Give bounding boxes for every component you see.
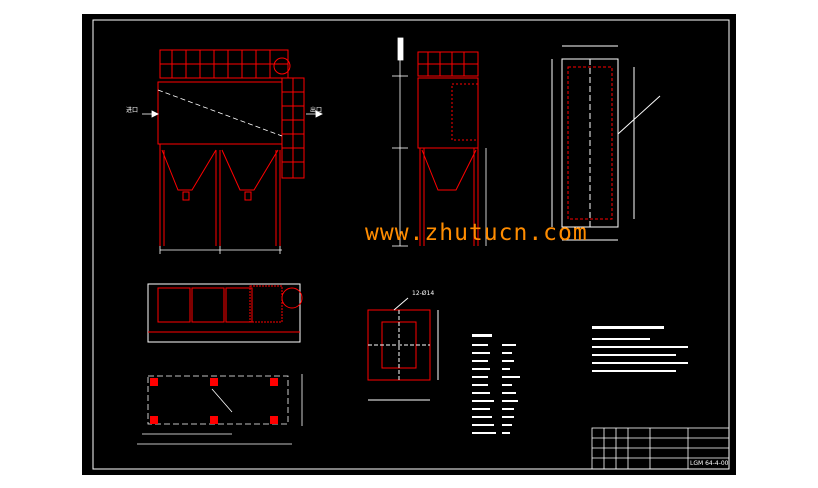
watermark-text: www.zhutucn.com bbox=[365, 220, 588, 246]
hole-note-label: 12-Ø14 bbox=[412, 290, 435, 297]
title-block bbox=[591, 427, 730, 470]
drawing-border bbox=[92, 19, 730, 470]
drawing-number: LGM 64-4-00 bbox=[690, 460, 729, 467]
plan-view bbox=[551, 45, 661, 241]
front-view-white bbox=[142, 89, 323, 254]
cad-drawing bbox=[92, 19, 730, 470]
flange-detail bbox=[367, 297, 439, 401]
inlet-label: 进口 bbox=[126, 107, 139, 114]
side-view-white bbox=[392, 37, 487, 247]
outlet-label: 出口 bbox=[310, 107, 323, 114]
foundation-bolts bbox=[150, 378, 278, 424]
tech-notes bbox=[592, 326, 688, 372]
drawing-sheet: 进口 出口 12-Ø14 LGM 64-4-00 www.zhutucn.com bbox=[82, 14, 736, 475]
spec-table bbox=[472, 334, 520, 434]
front-view bbox=[157, 49, 305, 246]
side-view bbox=[417, 51, 479, 246]
top-plan-view bbox=[147, 283, 303, 343]
